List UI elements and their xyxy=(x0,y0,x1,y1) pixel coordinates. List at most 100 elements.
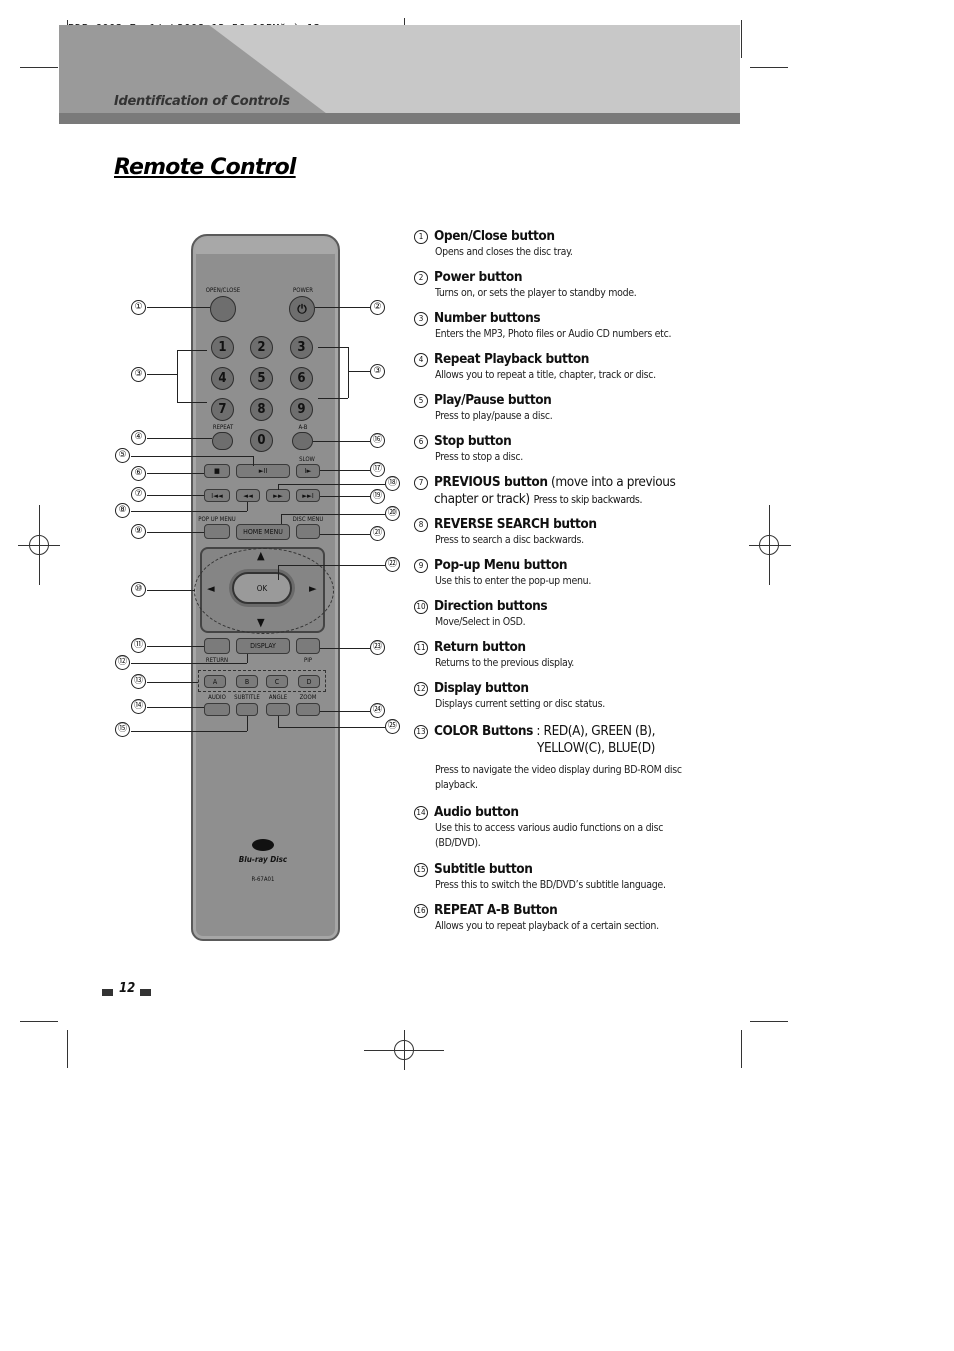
number-button-4[interactable]: 4 xyxy=(211,367,234,390)
page-number-bar-right xyxy=(140,989,151,996)
item-title: REVERSE SEARCH button xyxy=(434,516,597,532)
leader-line xyxy=(247,716,248,731)
callout-2: ② xyxy=(370,300,385,315)
item-text: Move/Select in OSD. xyxy=(435,616,526,628)
return-button[interactable] xyxy=(204,638,230,654)
reverse-search-button[interactable]: ◄◄ xyxy=(236,489,260,502)
item-text: Enters the MP3, Photo files or Audio CD … xyxy=(435,328,672,340)
number-button-9[interactable]: 9 xyxy=(290,398,313,421)
stop-icon: ■ xyxy=(214,467,220,475)
number-button-2[interactable]: 2 xyxy=(250,336,273,359)
callout-8: ⑧ xyxy=(115,503,130,518)
callout-18: ⑱ xyxy=(385,476,400,491)
callout-9: ⑨ xyxy=(131,524,146,539)
power-label: POWER xyxy=(292,287,313,294)
item-title-extra-line: YELLOW(C), BLUE(D) xyxy=(537,740,655,756)
item-number: 6 xyxy=(414,435,428,449)
item-number: 9 xyxy=(414,559,428,573)
arrow-left-icon[interactable]: ◄ xyxy=(207,582,215,595)
home-menu-button[interactable]: HOME MENU xyxy=(236,524,290,540)
callout-3-left: ③ xyxy=(131,367,146,382)
callout-22: ㉒ xyxy=(385,557,400,572)
number-button-6[interactable]: 6 xyxy=(290,367,313,390)
angle-button[interactable] xyxy=(266,703,290,716)
leader-line xyxy=(147,590,195,591)
repeat-ab-button[interactable] xyxy=(292,432,313,450)
item-title-main: COLOR Buttons xyxy=(434,723,533,739)
arrow-right-icon[interactable]: ► xyxy=(309,582,317,595)
number-button-5[interactable]: 5 xyxy=(250,367,273,390)
leader-line xyxy=(147,473,204,474)
previous-button[interactable]: I◄◄ xyxy=(204,489,230,502)
ok-button[interactable]: OK xyxy=(232,572,292,604)
forward-search-button[interactable]: ►► xyxy=(266,489,290,502)
callout-12: ⑫ xyxy=(115,655,130,670)
disc-menu-button[interactable] xyxy=(296,524,320,539)
open-close-button[interactable] xyxy=(210,296,236,322)
play-pause-button[interactable]: ►II xyxy=(236,464,290,478)
bracket-line xyxy=(348,347,349,398)
popup-menu-button[interactable] xyxy=(204,524,230,539)
leader-line xyxy=(247,502,248,511)
item-title-extra: : RED(A), GREEN (B), xyxy=(532,723,656,739)
number-button-3[interactable]: 3 xyxy=(290,336,313,359)
leader-line xyxy=(278,565,279,580)
item-number: 7 xyxy=(414,476,428,490)
repeat-button[interactable] xyxy=(212,432,233,450)
home-menu-label: HOME MENU xyxy=(243,528,283,536)
power-button[interactable]: ⏻ xyxy=(289,296,315,322)
item-text: Allows you to repeat a title, chapter, t… xyxy=(435,369,656,381)
item-text: Opens and closes the disc tray. xyxy=(435,246,573,258)
item-title: Display button xyxy=(434,680,529,696)
item-number: 3 xyxy=(414,312,428,326)
slow-button[interactable]: I► xyxy=(296,464,320,478)
pip-button[interactable] xyxy=(296,638,320,654)
remote-top-edge xyxy=(195,238,336,254)
disc-icon xyxy=(252,839,274,851)
crop-mark xyxy=(750,67,788,68)
leader-line xyxy=(131,663,247,664)
number-button-0[interactable]: 0 xyxy=(250,429,273,452)
leader-line xyxy=(253,456,254,466)
callout-7: ⑦ xyxy=(131,487,146,502)
pip-label: PIP xyxy=(303,657,313,664)
arrow-down-icon[interactable]: ▼ xyxy=(257,616,265,629)
leader-line xyxy=(147,374,177,375)
leader-line xyxy=(131,731,247,732)
number-button-7[interactable]: 7 xyxy=(211,398,234,421)
display-button[interactable]: DISPLAY xyxy=(236,638,290,654)
zoom-button[interactable] xyxy=(296,703,320,716)
audio-button[interactable] xyxy=(204,703,230,716)
header-band xyxy=(59,25,740,124)
next-icon: ►►I xyxy=(302,491,314,500)
number-button-1[interactable]: 1 xyxy=(211,336,234,359)
leader-line xyxy=(320,470,370,471)
leader-line xyxy=(147,532,204,533)
popup-menu-label: POP UP MENU xyxy=(198,516,236,523)
previous-icon: I◄◄ xyxy=(211,491,223,500)
disc-menu-label: DISC MENU xyxy=(292,516,324,523)
callout-16: ⑯ xyxy=(370,433,385,448)
color-button-d[interactable]: D xyxy=(298,675,320,688)
description-item: 3 Number buttons Enters the MP3, Photo fi… xyxy=(414,310,714,342)
item-title: Number buttons xyxy=(434,310,541,326)
callout-1: ① xyxy=(131,300,146,315)
leader-line xyxy=(147,646,204,647)
color-a-label: A xyxy=(212,677,218,686)
item-title: Stop button xyxy=(434,433,512,449)
color-button-b[interactable]: B xyxy=(236,675,258,688)
number-button-8[interactable]: 8 xyxy=(250,398,273,421)
color-button-c[interactable]: C xyxy=(266,675,288,688)
arrow-up-icon[interactable]: ▲ xyxy=(257,549,265,562)
stop-button[interactable]: ■ xyxy=(204,464,230,478)
item-title: Pop-up Menu button xyxy=(434,557,568,573)
subtitle-button[interactable] xyxy=(236,703,258,716)
next-button[interactable]: ►►I xyxy=(296,489,320,502)
color-button-a[interactable]: A xyxy=(204,675,226,688)
item-title: Repeat Playback button xyxy=(434,351,590,367)
